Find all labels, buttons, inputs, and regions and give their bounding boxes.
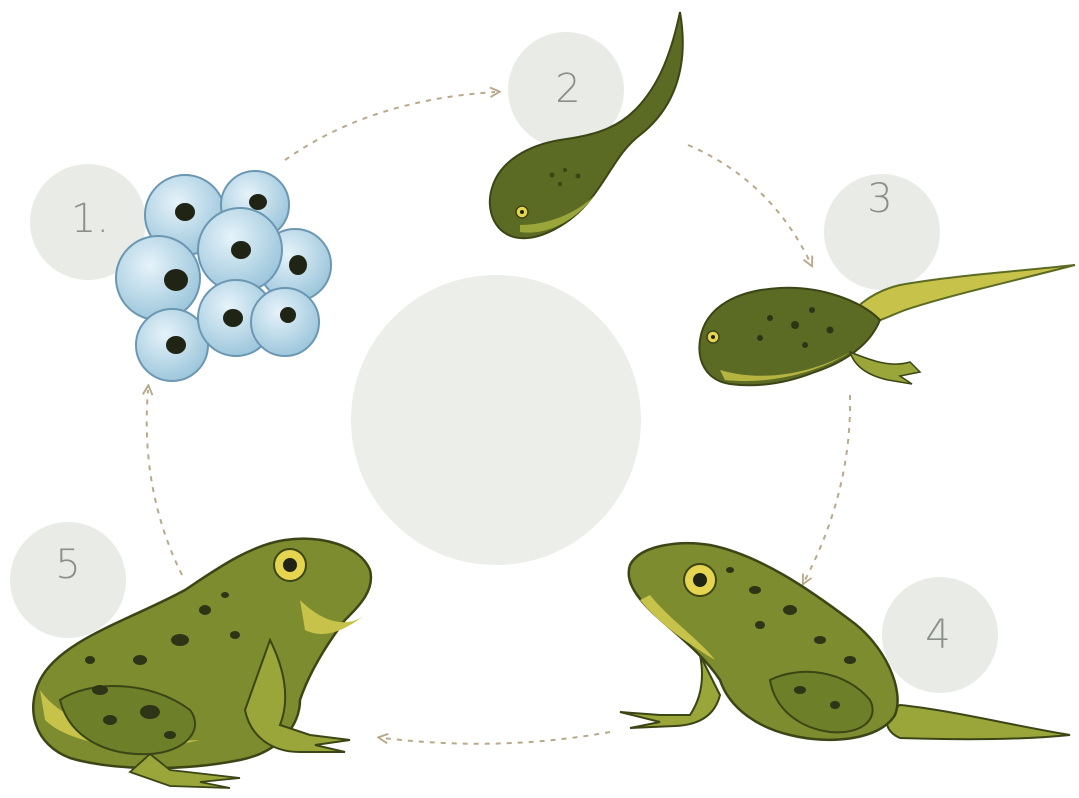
- stage-number-1: 1.: [71, 196, 109, 242]
- stage-badge-4: 4: [882, 577, 998, 693]
- arrow-5-to-1: [147, 390, 182, 575]
- arrow-1-to-2: [285, 92, 495, 160]
- stage-number-2: 2: [555, 66, 580, 112]
- center-circle: [351, 275, 641, 565]
- stage-number-3: 3: [867, 176, 892, 222]
- stage-badge-5: 5: [10, 522, 126, 638]
- froglet-illustration: [620, 543, 1070, 740]
- stage-number-4: 4: [925, 612, 950, 658]
- arrow-2-to-3: [688, 145, 810, 262]
- frog-eggs-illustration: [116, 171, 331, 381]
- stage-badge-3: 3: [824, 174, 940, 290]
- arrow-4-to-5: [383, 732, 610, 744]
- stage-number-5: 5: [55, 542, 80, 588]
- arrow-3-to-4: [805, 395, 850, 580]
